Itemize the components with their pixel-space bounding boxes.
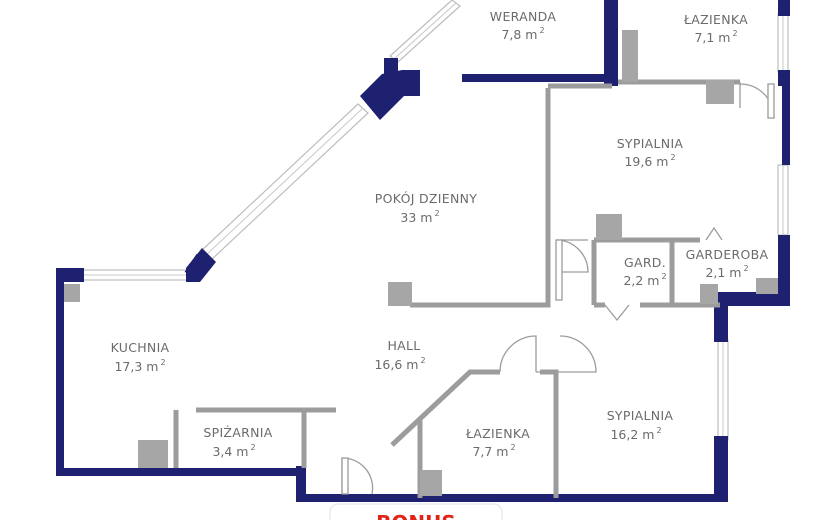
window-lines (80, 2, 784, 440)
room-label-pokoj-dzienny: POKÓJ DZIENNY (375, 191, 477, 206)
room-label-hall: HALL (387, 338, 420, 353)
doors (341, 82, 775, 495)
room-label-gard: GARD. (624, 255, 666, 270)
door-garderoba (705, 226, 723, 241)
columns (64, 30, 778, 496)
room-label-sypialnia-1: SYPIALNIA (617, 136, 684, 151)
room-label-spizarnia: SPIŻARNIA (203, 425, 272, 440)
room-label-sypialnia-2: SYPIALNIA (607, 408, 674, 423)
wall-bedroom2 (540, 369, 559, 498)
room-label-garderoba: GARDEROBA (686, 247, 769, 262)
door-hall (499, 335, 597, 373)
room-label-kuchnia: KUCHNIA (111, 340, 170, 355)
room-label-lazienka-1: ŁAZIENKA (683, 12, 748, 27)
logo-text: BONUS (376, 511, 456, 520)
room-label-weranda: WERANDA (490, 9, 557, 24)
door-gard (604, 304, 630, 322)
wall-living-bedroom (410, 88, 551, 308)
room-label-lazienka-2: ŁAZIENKA (465, 426, 530, 441)
logo-badge (329, 503, 503, 520)
windows (79, 0, 789, 441)
outer-wall-blocks (56, 0, 790, 502)
outer-walls (56, 0, 790, 502)
bonus-logo: BONUS (329, 503, 503, 520)
